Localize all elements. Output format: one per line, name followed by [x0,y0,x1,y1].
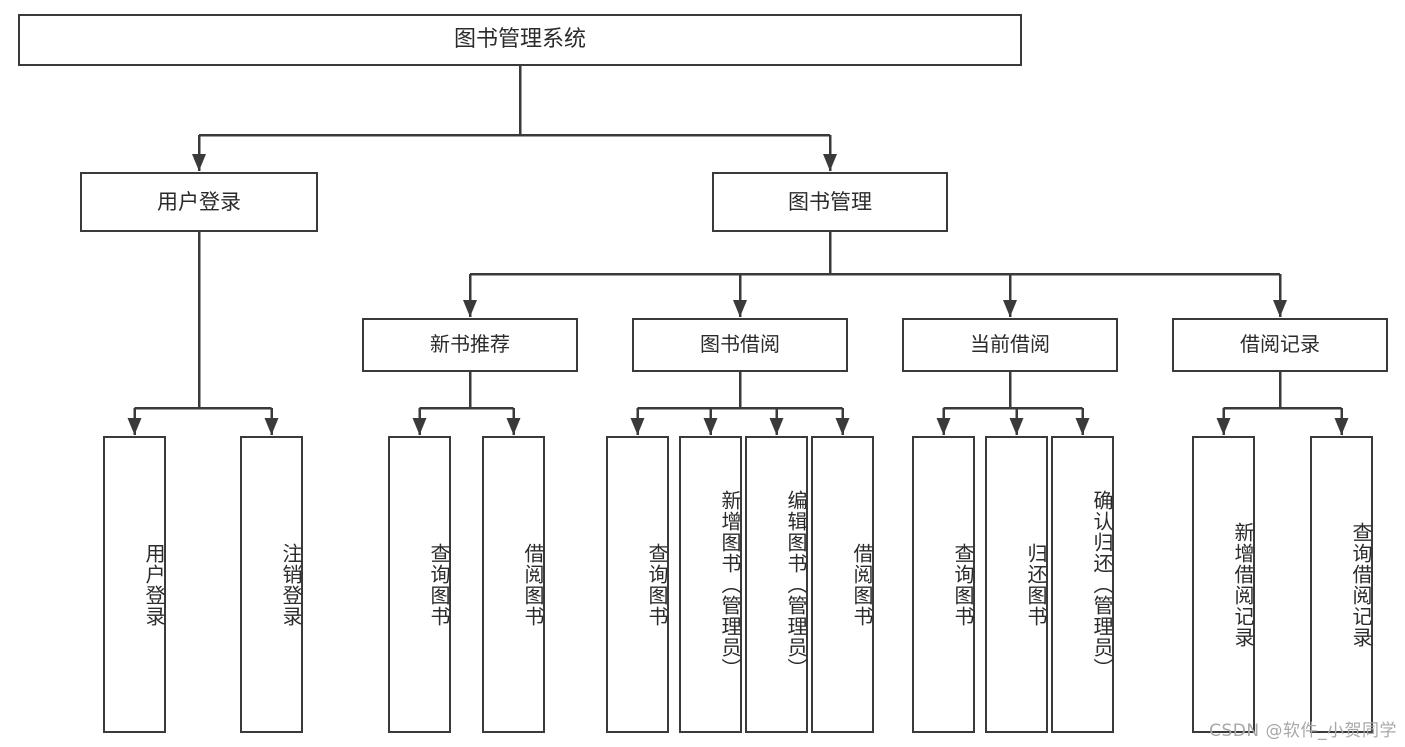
node-borrow-record-label: 借阅记录 [1240,332,1320,357]
node-leaf-logout-label: 注销登录 [279,542,303,627]
node-leaf-user-login-label: 用户登录 [142,542,166,627]
node-leaf-query-record[interactable]: 查询借阅记录 [1310,436,1373,733]
node-leaf-query-book-1[interactable]: 查询图书 [388,436,451,733]
node-book-borrow[interactable]: 图书借阅 [632,318,848,372]
node-root-label: 图书管理系统 [453,27,586,53]
node-leaf-query-book-3[interactable]: 查询图书 [912,436,975,733]
node-leaf-return-book-label: 归还图书 [1024,542,1048,627]
node-leaf-add-book[interactable]: 新增图书（管理员） [679,436,742,733]
node-leaf-confirm-return-label: 确认归还（管理员） [1090,490,1114,679]
node-leaf-confirm-return[interactable]: 确认归还（管理员） [1051,436,1114,733]
watermark-text: CSDN @软件_小贺同学 [1209,721,1397,741]
node-leaf-query-book-3-label: 查询图书 [951,542,975,627]
node-user-login-label: 用户登录 [157,189,241,214]
node-current-borrow-label: 当前借阅 [970,332,1050,357]
node-leaf-query-book-2[interactable]: 查询图书 [606,436,669,733]
node-leaf-borrow-book-2-label: 借阅图书 [850,542,874,627]
node-new-book-rec-label: 新书推荐 [430,332,510,357]
node-user-login[interactable]: 用户登录 [80,172,318,232]
node-leaf-borrow-book-2[interactable]: 借阅图书 [811,436,874,733]
node-leaf-query-book-2-label: 查询图书 [645,542,669,627]
node-leaf-add-record-label: 新增借阅记录 [1231,521,1255,648]
node-book-borrow-label: 图书借阅 [700,332,780,357]
node-leaf-query-record-label: 查询借阅记录 [1349,521,1373,648]
node-borrow-record[interactable]: 借阅记录 [1172,318,1388,372]
node-leaf-edit-book-label: 编辑图书（管理员） [784,490,808,679]
node-leaf-add-book-label: 新增图书（管理员） [718,490,742,679]
node-leaf-logout[interactable]: 注销登录 [240,436,303,733]
node-leaf-user-login[interactable]: 用户登录 [103,436,166,733]
node-leaf-return-book[interactable]: 归还图书 [985,436,1048,733]
node-leaf-query-book-1-label: 查询图书 [427,542,451,627]
node-root[interactable]: 图书管理系统 [18,14,1022,66]
node-leaf-borrow-book-1[interactable]: 借阅图书 [482,436,545,733]
node-leaf-add-record[interactable]: 新增借阅记录 [1192,436,1255,733]
node-book-manage-label: 图书管理 [788,189,872,214]
node-leaf-borrow-book-1-label: 借阅图书 [521,542,545,627]
node-new-book-rec[interactable]: 新书推荐 [362,318,578,372]
node-current-borrow[interactable]: 当前借阅 [902,318,1118,372]
node-leaf-edit-book[interactable]: 编辑图书（管理员） [745,436,808,733]
node-book-manage[interactable]: 图书管理 [712,172,948,232]
